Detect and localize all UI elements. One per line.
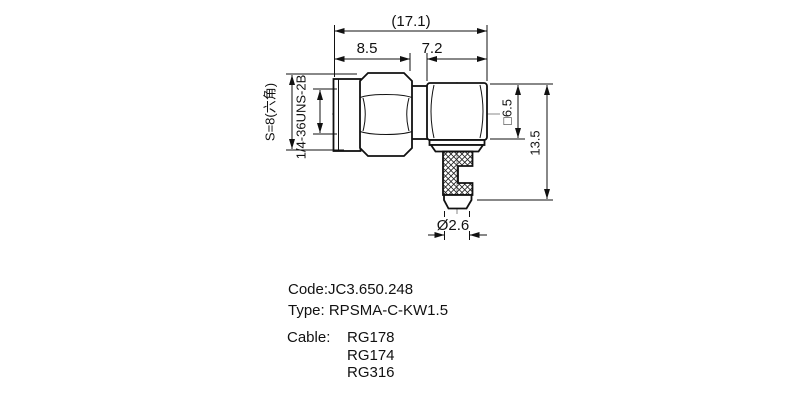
coupling-face (332, 78, 362, 152)
arrowhead-right (477, 28, 487, 34)
arrowhead-right (469, 232, 480, 238)
arrowhead-bottom (515, 128, 521, 138)
flange-step-2 (429, 144, 485, 153)
dim-body-square: □6.5 (490, 83, 553, 140)
dim-diameter-label: Ø2.6 (437, 217, 470, 234)
dim-hex-across-flats: S=8(六角) (263, 73, 357, 151)
dim-front-length: 8.5 (334, 40, 411, 71)
cable-item-2: RG174 (347, 347, 395, 364)
dim-side-length: 7.2 (422, 40, 487, 81)
arrowhead-top (289, 75, 295, 85)
body-chamfer-arc-right (479, 84, 484, 139)
connector-part (332, 72, 488, 210)
dim-overall-length: (17.1) (334, 13, 488, 81)
arrowhead-top (515, 85, 521, 95)
dim-crimp-diameter: Ø2.6 (428, 211, 487, 240)
arrowhead-top (544, 85, 550, 95)
dim-thread-spec: 1/4-36UNS-2B (294, 75, 337, 160)
cable-item-1: RG178 (347, 329, 395, 346)
hex-facet-line-top (359, 94, 413, 98)
dim-overall-length-label: (17.1) (391, 13, 430, 30)
arrowhead-bottom (317, 123, 323, 133)
square-body (426, 82, 488, 141)
knurled-crimp-stem (442, 150, 474, 196)
arrowhead-right (400, 56, 410, 62)
hex-facet-line-bottom (359, 131, 413, 135)
label-mask (436, 217, 470, 231)
hex-chamfer-arc-right (406, 97, 410, 132)
extension-lines (286, 73, 357, 151)
stem-tip (443, 194, 473, 210)
extension-lines (313, 88, 337, 135)
arrowhead-top (317, 90, 323, 100)
dim-front-length-label: 8.5 (357, 40, 378, 57)
product-type: Type: RPSMA-C-KW1.5 (288, 302, 449, 319)
arrowhead-left (427, 56, 437, 62)
dim-square-label: □6.5 (500, 99, 515, 125)
dim-thread-label: 1/4-36UNS-2B (294, 75, 309, 160)
arrowhead-left (334, 28, 345, 34)
hex-chamfer-arc-left (362, 97, 366, 132)
arrowhead-right (477, 56, 487, 62)
arrowhead-left (434, 232, 445, 238)
dim-overall-height: 13.5 (477, 85, 553, 201)
extension-lines (334, 25, 488, 81)
extension-lines (490, 83, 553, 140)
product-code: Code:JC3.650.248 (288, 281, 414, 298)
arrowhead-bottom (544, 189, 550, 199)
dim-side-length-label: 7.2 (422, 40, 443, 57)
arrowhead-left (334, 56, 345, 62)
dim-height-label: 13.5 (528, 130, 543, 155)
hex-nut (359, 72, 413, 157)
body-chamfer-arc-left (430, 84, 435, 139)
dim-hex-label: S=8(六角) (263, 83, 278, 141)
cable-label: Cable: (287, 329, 331, 346)
arrowhead-bottom (289, 139, 295, 149)
cable-item-3: RG316 (347, 364, 395, 381)
